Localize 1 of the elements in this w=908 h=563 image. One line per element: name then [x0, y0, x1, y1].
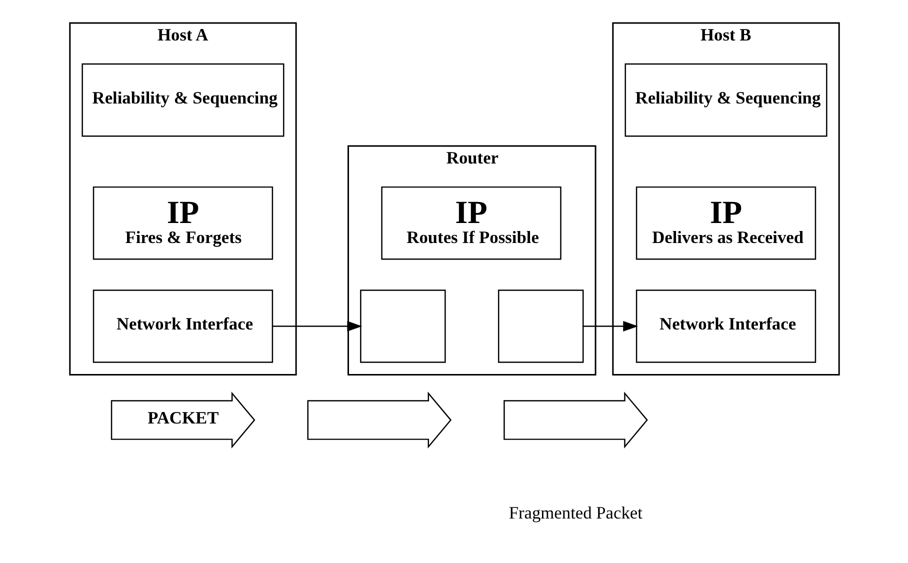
- label: Fragmented Packet: [508, 503, 642, 522]
